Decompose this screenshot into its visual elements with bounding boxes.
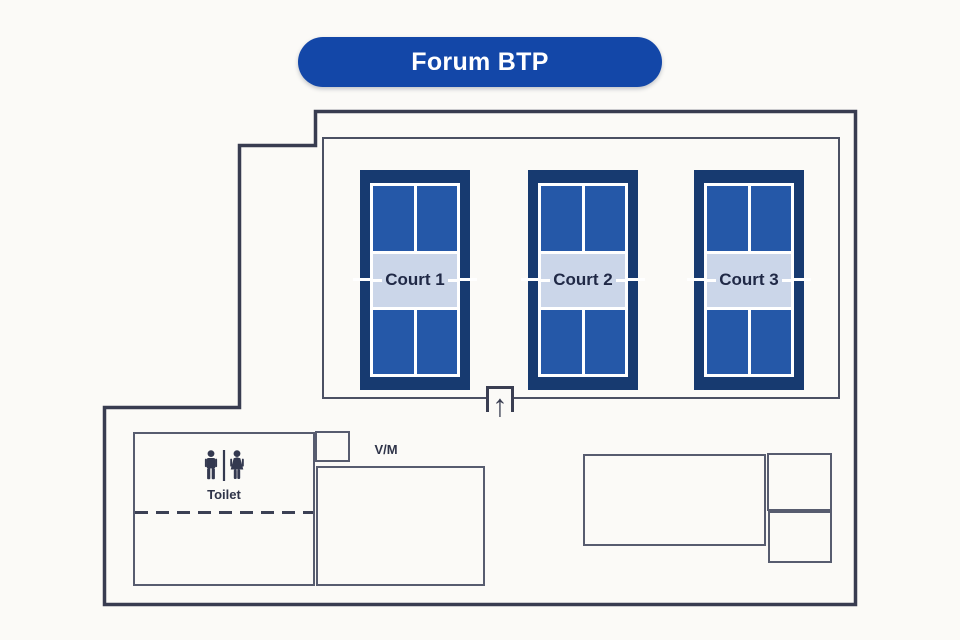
court-quadrant: [584, 309, 625, 374]
court-1-surface: Court 1: [370, 183, 460, 377]
toilet-label: Toilet: [207, 487, 241, 502]
court-1-label-band: Court 1: [370, 253, 460, 307]
court-quadrant: [707, 186, 748, 251]
court-2-surface: Court 2: [538, 183, 628, 377]
court-3-label: Court 3: [716, 270, 782, 290]
entrance-door: ↑: [486, 386, 514, 423]
court-2-label-band: Court 2: [538, 253, 628, 307]
court-quadrant: [416, 186, 457, 251]
title-text: Forum BTP: [411, 47, 549, 76]
toilet-partition-dashed-line: [135, 511, 313, 514]
court-1: Court 1: [353, 170, 477, 390]
court-quadrant: [750, 186, 791, 251]
toilet-room: Toilet: [133, 432, 315, 586]
up-arrow-icon: ↑: [492, 388, 508, 423]
court-3-label-band: Court 3: [704, 253, 794, 307]
court-sideline-tick: [687, 278, 704, 281]
court-3-surface: Court 3: [704, 183, 794, 377]
court-3: Court 3: [687, 170, 811, 390]
building-wall: [102, 109, 858, 607]
room-right-top: [767, 453, 832, 511]
room-right-bottom: [768, 511, 832, 563]
court-sideline-tick: [460, 278, 477, 281]
man-woman-restroom-icon: [204, 450, 244, 481]
courts-hall: [322, 137, 840, 399]
court-sideline-tick: [794, 278, 811, 281]
court-sideline-tick: [353, 278, 370, 281]
court-quadrant: [750, 309, 791, 374]
court-quadrant: [707, 309, 748, 374]
toilet-sign: Toilet: [135, 448, 313, 502]
court-quadrant: [373, 186, 414, 251]
court-sideline-tick: [628, 278, 645, 281]
court-quadrant: [584, 186, 625, 251]
court-quadrant: [416, 309, 457, 374]
court-sideline-tick: [521, 278, 538, 281]
room-center: [316, 466, 485, 586]
divider-bar: [222, 450, 226, 481]
court-quadrant: [541, 186, 582, 251]
court-quadrant: [541, 309, 582, 374]
room-right-large: [583, 454, 766, 546]
court-2-label: Court 2: [550, 270, 616, 290]
court-1-label: Court 1: [382, 270, 448, 290]
court-quadrant: [373, 309, 414, 374]
title-badge: Forum BTP: [298, 37, 662, 87]
vm-label: V/M: [374, 442, 398, 457]
vm-room: [315, 431, 350, 462]
court-2: Court 2: [521, 170, 645, 390]
